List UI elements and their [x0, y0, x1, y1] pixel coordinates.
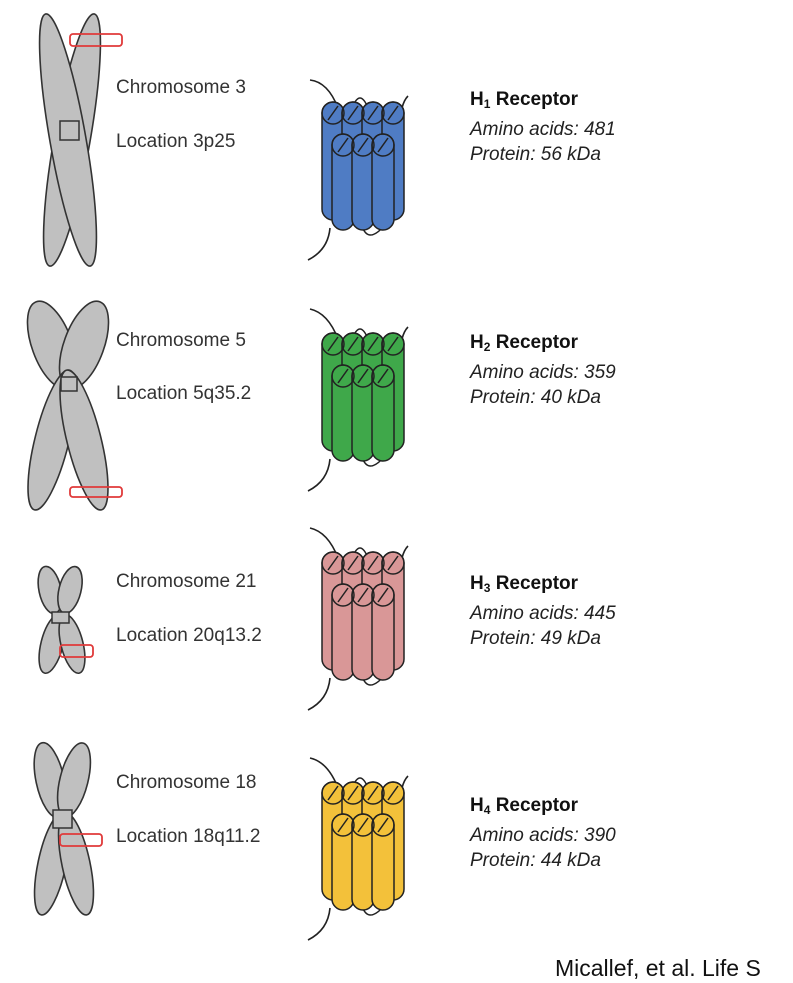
- gene-location-marker: [69, 486, 123, 498]
- receptor-row-h1: Chromosome 3 Location 3p25 H1 Receptor: [0, 0, 793, 270]
- gene-location-marker: [59, 833, 103, 847]
- chromosome-label: Chromosome 21: [116, 571, 257, 592]
- chromosome-5-icon: [26, 300, 123, 511]
- amino-acids-text: Amino acids: 445: [470, 603, 616, 624]
- chromosome-label: Chromosome 18: [116, 772, 257, 793]
- gene-location-marker: [59, 644, 94, 658]
- chromosome-18-icon: [33, 741, 103, 916]
- receptor-info-h1: H1 Receptor Amino acids: 481 Protein: 56…: [470, 87, 616, 167]
- receptor-row-h2: Chromosome 5 Location 5q35.2 H2 Receptor: [26, 300, 616, 511]
- protein-text: Protein: 44 kDa: [470, 850, 601, 871]
- chromosome-label: Chromosome 3: [116, 77, 246, 98]
- chromosome-label: Chromosome 5: [116, 330, 246, 351]
- receptor-name: H3 Receptor: [470, 573, 579, 595]
- location-label: Location 5q35.2: [116, 383, 252, 404]
- gpcr-h2-icon: [307, 308, 409, 492]
- gpcr-h4-icon: [307, 757, 409, 941]
- gene-location-marker: [69, 33, 123, 47]
- citation-text: Micallef, et al. Life S: [555, 955, 761, 981]
- gpcr-h3-icon: [307, 527, 409, 711]
- receptor-info-h3: H3 Receptor Amino acids: 445 Protein: 49…: [470, 571, 616, 651]
- receptor-info-h2: H2 Receptor Amino acids: 359 Protein: 40…: [470, 330, 616, 410]
- receptor-row-h3: Chromosome 21 Location 20q13.2 H3 Recept…: [37, 527, 616, 711]
- receptor-info-h4: H4 Receptor Amino acids: 390 Protein: 44…: [470, 793, 616, 873]
- gpcr-h1-icon: [307, 79, 409, 261]
- protein-text: Protein: 49 kDa: [470, 628, 601, 649]
- protein-text: Protein: 56 kDa: [470, 144, 601, 165]
- protein-text: Protein: 40 kDa: [470, 387, 601, 408]
- receptor-name: H4 Receptor: [470, 795, 579, 817]
- receptor-name: H2 Receptor: [470, 332, 579, 354]
- amino-acids-text: Amino acids: 390: [470, 825, 616, 846]
- chromosome-3-icon: [38, 13, 123, 267]
- receptor-row-h4: Chromosome 18 Location 18q11.2 H4 Recept…: [33, 741, 616, 941]
- amino-acids-text: Amino acids: 359: [470, 362, 616, 383]
- receptor-name: H1 Receptor: [470, 89, 579, 111]
- location-label: Location 20q13.2: [116, 625, 262, 646]
- amino-acids-text: Amino acids: 481: [470, 119, 616, 140]
- location-label: Location 3p25: [116, 131, 236, 152]
- chromosome-21-icon: [37, 565, 94, 675]
- location-label: Location 18q11.2: [116, 826, 261, 847]
